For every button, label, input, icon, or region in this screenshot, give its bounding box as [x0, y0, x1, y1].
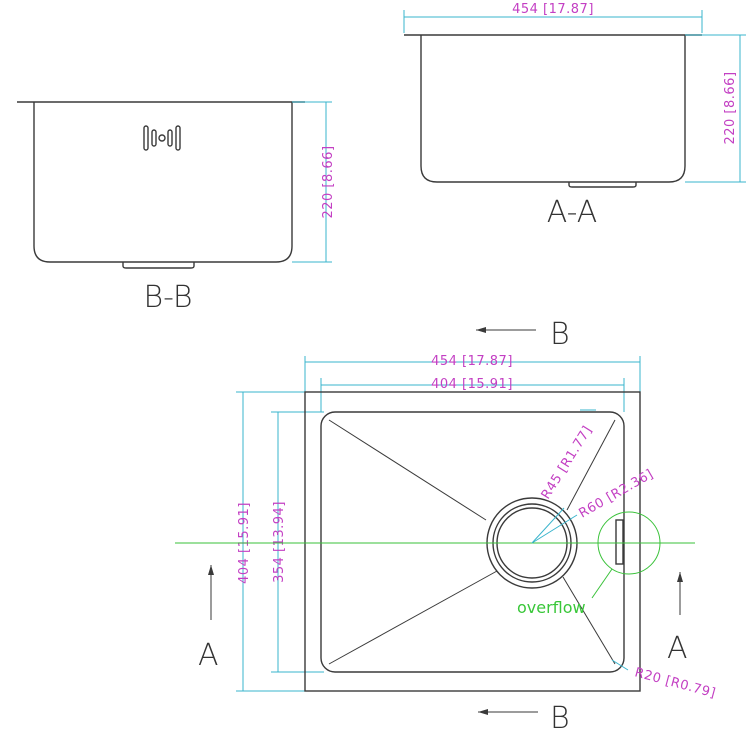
cut-b-top-label: B	[550, 317, 570, 352]
cut-a-left-arrowhead	[208, 565, 214, 575]
bb-height-dim: 220 [8.66]	[321, 145, 336, 218]
plan-inner-width-dim: 404 [15.91]	[431, 377, 513, 392]
r20-radius-label: R20 [R0.79]	[633, 665, 717, 701]
r45-radius-label: R45 [R1.77]	[539, 423, 596, 502]
aa-width-dim: 454 [17.87]	[512, 2, 594, 17]
cut-b-bottom-arrowhead	[478, 709, 488, 715]
r60-leader-line	[531, 514, 578, 544]
r60-radius-label: R60 [R2.36]	[577, 467, 657, 522]
plan-view: B 454 [17.87] 404 [15.91] 404 [15.91] 35…	[175, 317, 717, 736]
aa-bowl-outline	[420, 35, 686, 183]
r20-leader-line	[611, 659, 629, 671]
plan-inner-bowl	[320, 411, 625, 673]
plan-inner-height-dim: 354 [13.94]	[272, 501, 287, 583]
plan-slope-line-bottom-left	[328, 570, 498, 665]
plan-slope-line-bottom-right	[562, 576, 616, 665]
bb-bowl-outline	[33, 102, 293, 263]
overflow-leader-line	[591, 568, 613, 599]
cut-a-right-label: A	[667, 631, 688, 666]
bb-section-label: B-B	[143, 280, 192, 315]
r45-leader-line	[531, 507, 565, 544]
bb-drain-outline	[122, 262, 195, 269]
plan-outer-flange	[304, 391, 641, 692]
section-bb-view: 220 [8.66] B-B	[17, 101, 336, 315]
section-aa-view: 454 [17.87] 220 [8.66] A-A	[403, 2, 746, 230]
plan-slope-line-top-left	[328, 419, 487, 521]
plan-overflow-slot	[615, 519, 624, 565]
plan-slope-line-top-right	[566, 419, 616, 511]
cut-a-right-arrowhead	[677, 572, 683, 582]
aa-height-dim: 220 [8.66]	[723, 71, 738, 144]
cut-a-left-label: A	[198, 638, 219, 673]
bb-overflow-slots-icon	[143, 125, 181, 151]
overflow-callout-circle	[597, 511, 661, 575]
overflow-label: overflow	[517, 598, 586, 617]
aa-section-label: A-A	[547, 195, 598, 230]
cut-b-bottom-label: B	[550, 701, 570, 736]
aa-drain-outline	[568, 182, 637, 188]
plan-outer-width-dim: 454 [17.87]	[431, 354, 513, 369]
cut-b-top-arrowhead	[476, 327, 486, 333]
